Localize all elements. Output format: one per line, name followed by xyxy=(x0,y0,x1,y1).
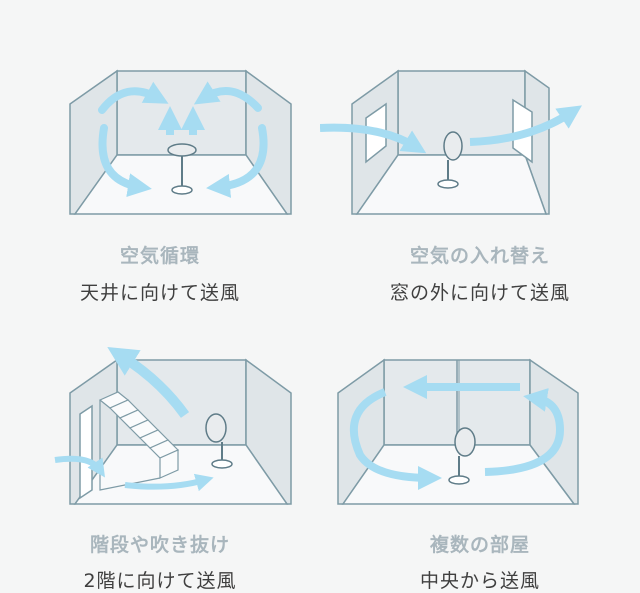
fan-icon xyxy=(437,131,463,189)
doorway xyxy=(79,404,93,500)
outflow-arrow-icon xyxy=(469,105,582,146)
inflow-arrow-icon xyxy=(320,123,427,154)
fan-icon xyxy=(205,413,233,469)
scene-title: 複数の部屋 xyxy=(429,534,530,556)
circulation-arrow-icon xyxy=(484,388,565,476)
room-illustration-ventilation xyxy=(320,69,582,215)
fan-icon xyxy=(448,427,476,485)
stairwell-arrow-icon xyxy=(107,347,190,418)
circulation-arrow-icon xyxy=(98,124,152,198)
circulation-arrow-icon xyxy=(193,81,262,112)
stairs-icon xyxy=(98,391,180,491)
scene-multiple-rooms: 複数の部屋 中央から送風 xyxy=(320,300,640,592)
scene-description: 2階に向けて送風 xyxy=(83,570,237,592)
scene-title: 空気循環 xyxy=(119,245,200,267)
scene-description: 中央から送風 xyxy=(419,570,540,592)
scene-air-circulation: 空気循環 天井に向けて送風 xyxy=(0,0,320,304)
room-illustration-stairwell xyxy=(54,347,292,505)
circulation-arrow-icon xyxy=(98,81,169,114)
floor-arrow-icon xyxy=(124,473,214,492)
room-illustration-circulation xyxy=(69,69,292,215)
circulation-arrow-icon xyxy=(349,388,442,490)
scene-description: 窓の外に向けて送風 xyxy=(389,282,570,304)
scene-title: 階段や吹き抜け xyxy=(89,534,230,556)
circulation-arrow-icon xyxy=(206,124,268,198)
scene-stairwell: 階段や吹き抜け 2階に向けて送風 xyxy=(0,300,320,592)
fan-icon xyxy=(167,143,197,195)
scene-title: 空気の入れ替え xyxy=(409,245,550,267)
scene-description: 天井に向けて送風 xyxy=(79,282,240,304)
scene-ventilation: 空気の入れ替え 窓の外に向けて送風 xyxy=(320,0,640,304)
room-back-wall xyxy=(116,70,247,156)
room-right-wall xyxy=(245,358,292,505)
room-illustration-multiple-rooms xyxy=(337,358,579,505)
floor-arrow-icon xyxy=(54,455,105,478)
